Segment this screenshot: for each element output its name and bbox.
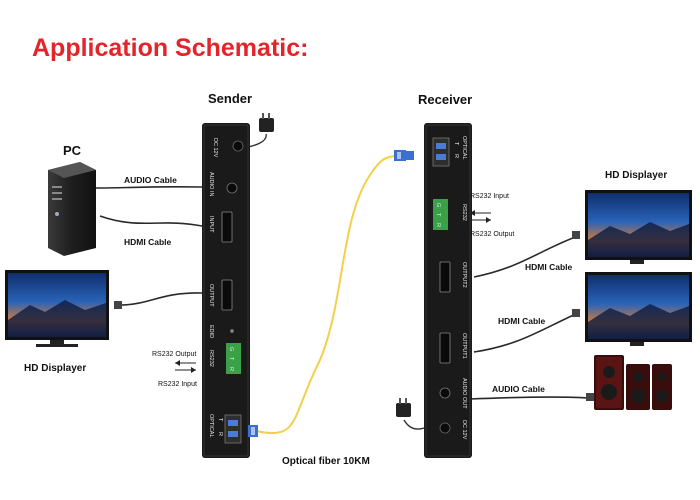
tv-icon <box>585 272 692 346</box>
receiver-terminal-pin-r: R <box>435 223 441 227</box>
sender-optical-port <box>224 414 242 444</box>
receiver-output2-hdmi-port <box>439 261 451 293</box>
receiver-optical-port <box>432 137 450 167</box>
sender-edid-button <box>230 329 234 333</box>
receiver-device: Receiver T R OPTICAL G T R RS232 OUTPUT2… <box>418 92 472 458</box>
receiver-terminal-pin-g: G <box>435 203 441 207</box>
receiver-terminal-pin-t: T <box>435 213 441 217</box>
receiver-label: Receiver <box>418 92 472 107</box>
receiver-terminal-pins: G T R <box>435 203 441 227</box>
audio-cable-left <box>95 185 203 189</box>
sender-audio-in-label: AUDIO IN <box>208 172 214 196</box>
sender-terminal-pin-g: G <box>228 347 234 351</box>
receiver-rs232-input-label: RS232 Input <box>470 193 509 200</box>
pc-tower-icon <box>48 162 96 256</box>
power-adapter-icon <box>396 398 411 417</box>
hdmi-cable-left-out <box>119 292 203 306</box>
sender-optical-label: OPTICAL <box>208 414 214 438</box>
fiber-connector-icon <box>248 425 258 437</box>
receiver-output1-label: OUTPUT1 <box>461 333 467 359</box>
sender-dc-jack <box>232 140 244 152</box>
hdmi-plug-icon <box>114 301 122 309</box>
receiver-rs232-arrows: RS232 Input RS232 Output <box>470 193 514 238</box>
receiver-optical-pin-t: T <box>453 142 459 146</box>
hdmi-cable-left-in <box>99 215 203 227</box>
sender-optical-pin-t: T <box>217 418 223 422</box>
receiver-rs232-label: RS232 <box>461 204 467 221</box>
sender-rs232-output-label: RS232 Output <box>152 351 196 358</box>
audio-cable-left-label: AUDIO Cable <box>124 175 177 185</box>
tv-icon <box>5 270 109 347</box>
hd-displayer-right-group: HD Displayer <box>572 170 692 410</box>
sender-device: Sender DC 12V AUDIO IN INPUT OUTPUT EDID… <box>202 91 252 458</box>
sender-rs232-label: RS232 <box>208 350 214 367</box>
sender-output-hdmi-port <box>221 279 233 311</box>
tv-icon <box>585 190 692 264</box>
audio-cable-right <box>469 396 589 400</box>
optical-fiber-cable <box>255 155 399 435</box>
hdmi-cable-right-bottom-label: HDMI Cable <box>498 316 546 326</box>
sender-terminal-pin-t: T <box>228 357 234 361</box>
receiver-rs232-terminal <box>433 199 448 230</box>
sender-terminal-pins: G T R <box>228 347 234 371</box>
receiver-dc-jack <box>439 422 451 434</box>
hdmi-cable-right-top <box>473 235 579 278</box>
audio-cable-right-label: AUDIO Cable <box>492 384 545 394</box>
receiver-dc-label: DC 12V <box>461 420 467 440</box>
power-adapter-icon <box>259 113 274 132</box>
receiver-audio-out-label: AUDIO OUT <box>461 378 467 409</box>
sender-rs232-input-label: RS232 Input <box>158 381 197 388</box>
receiver-output1-hdmi-port <box>439 332 451 364</box>
hdmi-cable-right-top-label: HDMI Cable <box>525 262 573 272</box>
power-cable-receiver <box>403 419 425 430</box>
hd-displayer-left-label: HD Displayer <box>24 363 86 374</box>
pc-label: PC <box>63 143 82 158</box>
receiver-output2-label: OUTPUT2 <box>461 262 467 288</box>
sender-audio-jack <box>226 182 238 194</box>
speaker-icon <box>586 355 672 410</box>
hd-displayer-left-group: HD Displayer <box>5 270 122 374</box>
pc-group: PC <box>48 143 96 256</box>
sender-label: Sender <box>208 91 252 106</box>
page-title: Application Schematic: <box>32 34 308 62</box>
hdmi-cable-right-bottom <box>473 312 579 353</box>
receiver-rs232-output-label: RS232 Output <box>470 231 514 238</box>
hdmi-cable-left-label: HDMI Cable <box>124 237 172 247</box>
receiver-audio-jack <box>439 387 451 399</box>
receiver-optical-label: OPTICAL <box>461 136 467 160</box>
sender-output-label: OUTPUT <box>208 284 214 307</box>
sender-edid-label: EDID <box>208 325 214 338</box>
sender-input-hdmi-port <box>221 211 233 243</box>
hd-displayer-right-label: HD Displayer <box>605 170 667 181</box>
fiber-cable-label: Optical fiber 10KM <box>282 456 370 467</box>
sender-rs232-terminal <box>226 343 241 374</box>
receiver-optical-pin-r: R <box>453 154 459 158</box>
sender-terminal-pin-r: R <box>228 367 234 371</box>
sender-optical-pin-r: R <box>217 432 223 436</box>
fiber-connector-icon <box>394 150 414 161</box>
hdmi-plug-icon <box>572 231 580 317</box>
sender-dc-label: DC 12V <box>212 138 218 158</box>
sender-input-label: INPUT <box>208 216 214 233</box>
sender-rs232-arrows: RS232 Output RS232 Input <box>152 351 197 388</box>
